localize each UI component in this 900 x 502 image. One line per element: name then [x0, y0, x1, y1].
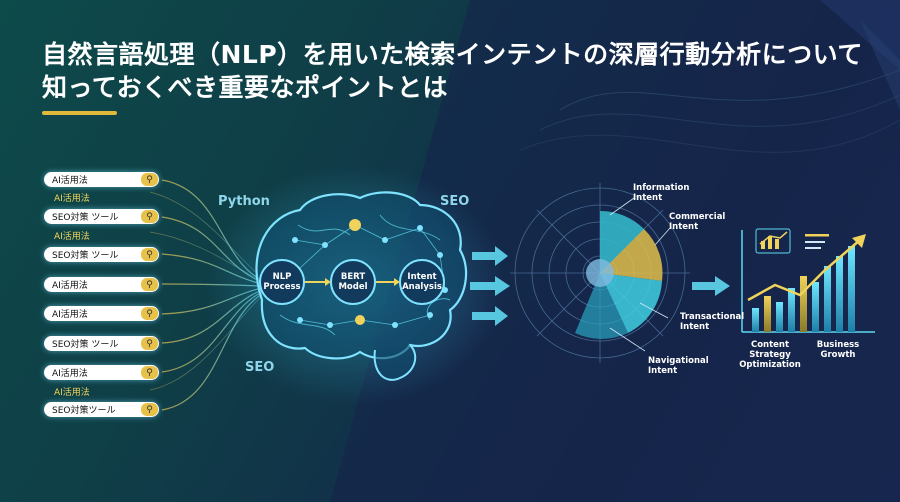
- search-sub-label: AI活用法: [54, 388, 90, 398]
- seo-label-bottom: SEO: [245, 360, 275, 375]
- intent-radar: [510, 183, 690, 363]
- search-box-text: SEO対策 ツール: [52, 213, 119, 223]
- search-icon: ⚲: [141, 366, 158, 379]
- search-icon: ⚲: [141, 337, 158, 350]
- search-icon: ⚲: [141, 403, 158, 416]
- search-icon: ⚲: [141, 278, 158, 291]
- search-box-text: AI活用法: [52, 310, 88, 320]
- search-sub-label: AI活用法: [54, 232, 90, 242]
- search-box-text: AI活用法: [52, 281, 88, 291]
- search-icon: ⚲: [141, 307, 158, 320]
- search-box-7[interactable]: AI活用法 ⚲: [44, 365, 159, 380]
- search-box-2[interactable]: SEO対策 ツール ⚲: [44, 209, 159, 224]
- search-icon: ⚲: [141, 248, 158, 261]
- search-box-text: AI活用法: [52, 369, 88, 379]
- search-icon: ⚲: [141, 173, 158, 186]
- search-box-4[interactable]: AI活用法 ⚲: [44, 277, 159, 292]
- seo-label-top: SEO: [440, 194, 470, 209]
- flow-lines: [149, 179, 263, 411]
- search-box-5[interactable]: AI活用法 ⚲: [44, 306, 159, 321]
- search-box-text: SEO対策 ツール: [52, 251, 119, 261]
- search-icon: ⚲: [141, 210, 158, 223]
- title-underline: [42, 111, 117, 115]
- page-title: 自然言語処理（NLP）を用いた検索インテントの深層行動分析について 知っておくべ…: [42, 38, 862, 104]
- search-box-text: SEO対策 ツール: [52, 340, 119, 350]
- growth-chart: [741, 228, 875, 333]
- search-box-6[interactable]: SEO対策 ツール ⚲: [44, 336, 159, 351]
- search-box-3[interactable]: SEO対策 ツール ⚲: [44, 247, 159, 262]
- search-box-text: SEO対策ツール: [52, 406, 116, 416]
- search-box-1[interactable]: AI活用法 ⚲: [44, 172, 159, 187]
- search-box-8[interactable]: SEO対策ツール ⚲: [44, 402, 159, 417]
- python-label: Python: [218, 194, 270, 209]
- search-sub-label: AI活用法: [54, 194, 90, 204]
- search-box-text: AI活用法: [52, 176, 88, 186]
- title-line-1: 自然言語処理（NLP）を用いた検索インテントの深層行動分析について: [42, 40, 863, 69]
- title-line-2: 知っておくべき重要なポイントとは: [42, 73, 449, 102]
